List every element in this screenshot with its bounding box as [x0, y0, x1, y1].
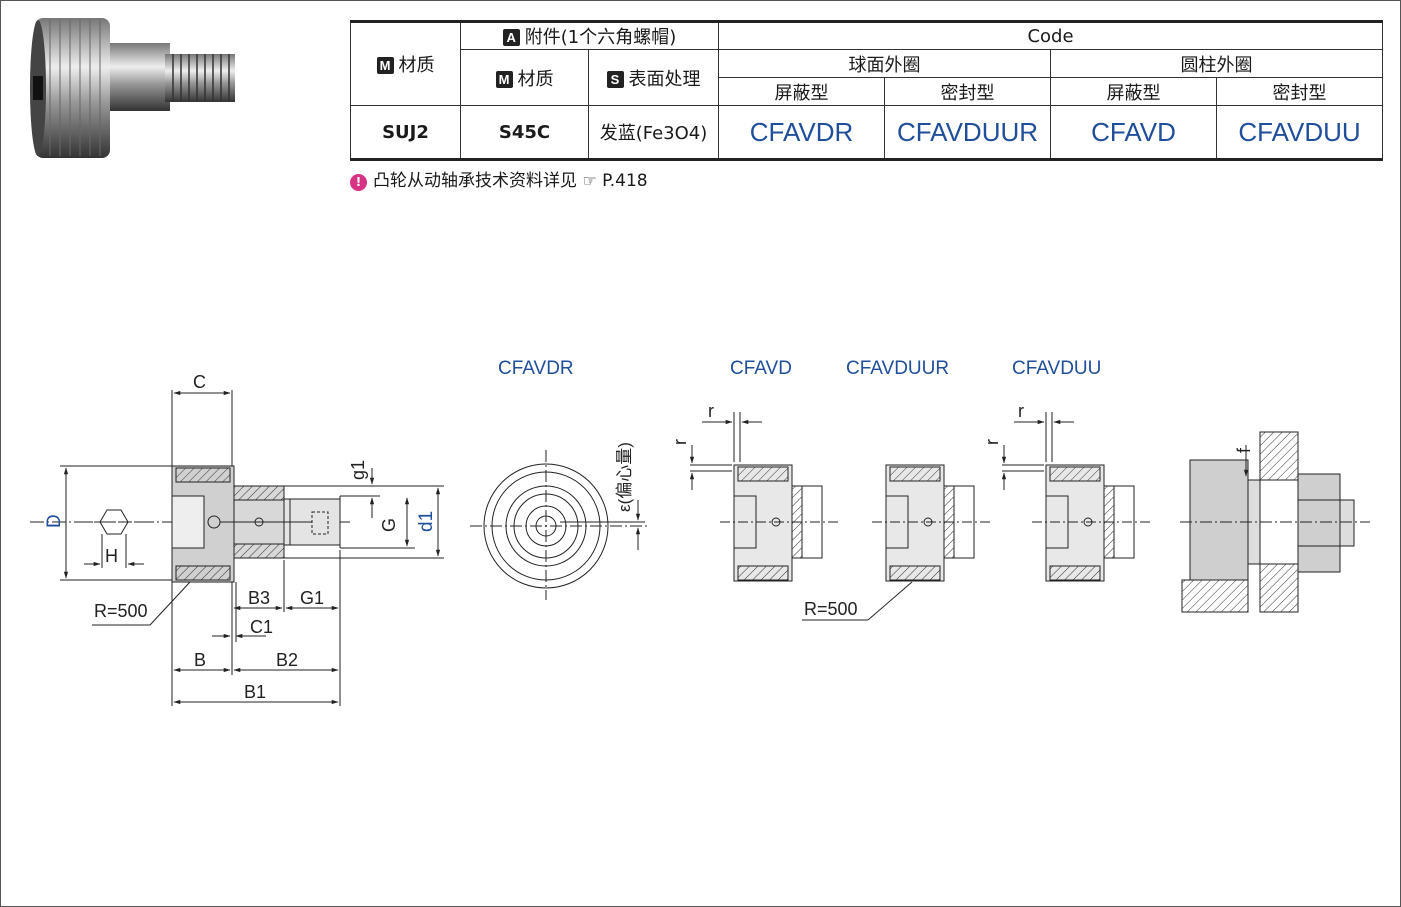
view-label-cfavduu: CFAVDUU	[1012, 358, 1101, 379]
dim-label-r500: R=500	[94, 601, 148, 621]
dim-label-d1: d1	[416, 511, 437, 532]
view-label-cfavd: CFAVD	[730, 358, 792, 379]
dim-label-r-3: r	[1018, 401, 1024, 421]
dim-label-b3: B3	[248, 588, 270, 608]
header-code: Code	[718, 20, 1383, 50]
header-spherical: 球面外圈	[718, 49, 1051, 78]
technical-drawing: C H G g1 R=500 B3 G1 C1 B B2 B1 ε(偏心量) r…	[30, 358, 1370, 706]
reference-note: !凸轮从动轴承技术资料详见 ☞ P.418	[350, 166, 648, 191]
dim-label-r-4: r	[982, 439, 1002, 445]
dim-label-r-1: r	[708, 401, 714, 421]
header-shielded-2: 屏蔽型	[1050, 77, 1217, 106]
dim-label-b1: B1	[244, 682, 266, 702]
row-code-cfavd: CFAVD	[1050, 105, 1217, 161]
dim-label-r500-b: R=500	[804, 599, 858, 619]
dim-label-b: B	[194, 650, 206, 670]
row-material: SUJ2	[350, 105, 461, 161]
dim-label-g1: g1	[348, 460, 368, 480]
dim-label-d: D	[44, 514, 65, 528]
row-code-cfavdr: CFAVDR	[718, 105, 885, 161]
header-sealed-1: 密封型	[884, 77, 1051, 106]
header-cylindrical: 圆柱外圈	[1050, 49, 1383, 78]
dim-label-c: C	[193, 372, 206, 392]
row-surface: 发蓝(Fe3O4)	[588, 105, 719, 161]
dim-label-c1: C1	[250, 617, 273, 637]
dim-label-b2: B2	[276, 650, 298, 670]
header-shielded-1: 屏蔽型	[718, 77, 885, 106]
product-photo	[30, 18, 235, 158]
dim-label-g: G	[379, 518, 399, 532]
view-label-cfavduur: CFAVDUUR	[846, 358, 949, 379]
pointing-hand-icon: ☞	[582, 171, 597, 190]
view-label-cfavdr: CFAVDR	[498, 358, 574, 379]
dim-label-f: f	[1234, 447, 1254, 453]
dim-label-g1-upper: G1	[300, 588, 324, 608]
row-code-cfavduu: CFAVDUU	[1216, 105, 1383, 161]
header-sealed-2: 密封型	[1216, 77, 1383, 106]
reference-page-link[interactable]: P.418	[602, 171, 648, 191]
row-attachment-material: S45C	[460, 105, 589, 161]
dim-label-r-2: r	[670, 439, 690, 445]
dim-label-eccentric: ε(偏心量)	[615, 442, 634, 512]
row-code-cfavduur: CFAVDUUR	[884, 105, 1051, 161]
info-bulb-icon: !	[350, 174, 367, 191]
dim-label-h: H	[105, 546, 118, 566]
